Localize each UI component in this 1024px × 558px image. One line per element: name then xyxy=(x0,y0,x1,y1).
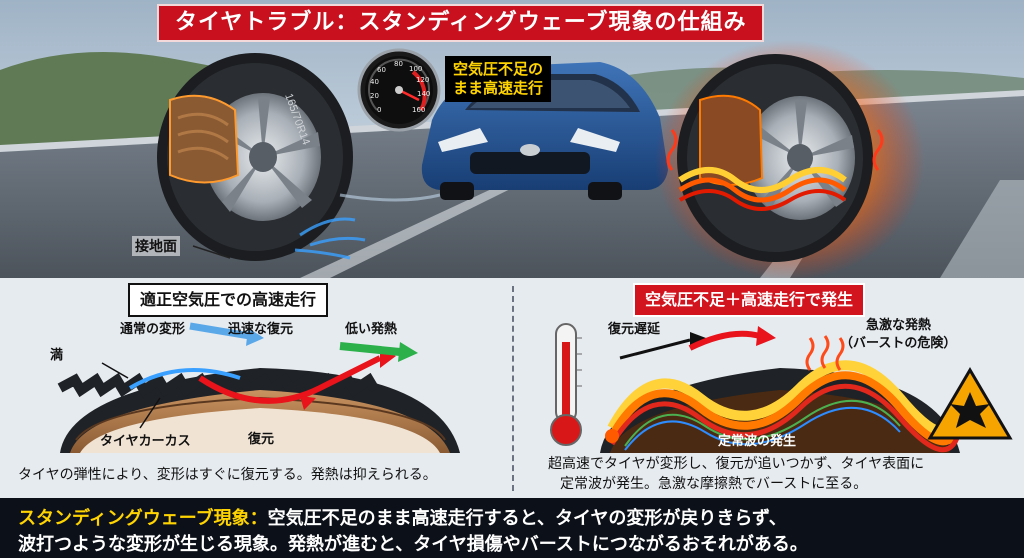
summary-line-2: 波打つような変形が生じる現象。発熱が進むと、タイヤ損傷やバーストにつながるおそれ… xyxy=(18,534,808,555)
highway-scene: 165/70R14 xyxy=(0,0,1024,278)
warning-explosion-icon xyxy=(927,367,1013,440)
gauge-tick-20: 20 xyxy=(370,92,379,100)
gauge-tick-160: 160 xyxy=(412,106,426,114)
low-pressure-title: 空気圧不足＋高速走行で発生 xyxy=(633,283,866,317)
label-fast-recovery: 迅速な復元 xyxy=(228,322,294,337)
summary-text-1: 空気圧不足のまま高速走行すると、タイヤの変形が戻りきらず、 xyxy=(267,508,787,529)
label-low-heat: 低い発熱 xyxy=(345,322,398,337)
label-full: 満 xyxy=(50,348,64,363)
gauge-tick-120: 120 xyxy=(416,76,430,84)
thermometer-icon xyxy=(550,323,582,446)
callout-line-2: まま高速走行 xyxy=(453,79,544,97)
gauge-tick-80: 80 xyxy=(394,60,403,68)
label-tire-carcass: タイヤカーカス xyxy=(100,434,191,449)
summary-line-1: スタンディングウェーブ現象：空気圧不足のまま高速走行すると、タイヤの変形が戻りき… xyxy=(18,504,787,530)
page-title: タイヤトラブル：スタンディングウェーブ現象の仕組み xyxy=(157,4,765,42)
gauge-tick-140: 140 xyxy=(417,90,431,98)
standing-wave-cross-section xyxy=(550,323,1013,453)
low-pressure-callout: 空気圧不足の まま高速走行 xyxy=(445,56,552,102)
normal-tire-cross-section xyxy=(57,322,460,453)
gauge-tick-60: 60 xyxy=(377,66,386,74)
normal-tire-illustration: 165/70R14 xyxy=(157,53,366,261)
normal-pressure-title: 適正空気圧での高速走行 xyxy=(128,283,329,317)
panel-divider xyxy=(512,286,514,491)
label-recovery-delay: 復元遅延 xyxy=(608,322,661,337)
speedometer-gauge: 0 20 40 60 80 100 120 140 160 xyxy=(357,48,441,132)
overheated-tire-illustration xyxy=(655,40,925,278)
gauge-tick-40: 40 xyxy=(370,78,379,86)
label-rapid-heat: 急激な発熱 xyxy=(866,318,932,333)
gauge-tick-100: 100 xyxy=(409,65,423,73)
summary-term: スタンディングウェーブ現象： xyxy=(18,508,268,529)
low-pressure-caption-line-2: 定常波が発生。急激な摩擦熱でバーストに至る。 xyxy=(560,476,868,492)
label-normal-deformation: 通常の変形 xyxy=(120,322,186,337)
low-pressure-caption: 超高速でタイヤが変形し、復元が追いつかず、タイヤ表面に 定常波が発生。急激な摩擦… xyxy=(548,454,924,494)
label-recovery: 復元 xyxy=(248,432,275,447)
normal-pressure-caption: タイヤの弾性により、変形はすぐに復元する。発熱は抑えられる。 xyxy=(18,467,437,483)
label-standing-wave: 定常波の発生 xyxy=(718,434,797,449)
callout-line-1: 空気圧不足の xyxy=(453,60,544,78)
contact-patch-label: 接地面 xyxy=(132,236,180,256)
label-burst-danger: （バーストの危険） xyxy=(840,336,957,351)
summary-bar: スタンディングウェーブ現象：空気圧不足のまま高速走行すると、タイヤの変形が戻りき… xyxy=(0,498,1024,558)
low-pressure-caption-line-1: 超高速でタイヤが変形し、復元が追いつかず、タイヤ表面に xyxy=(548,456,925,472)
speedometer-icon xyxy=(357,48,441,132)
gauge-tick-0: 0 xyxy=(377,106,382,114)
